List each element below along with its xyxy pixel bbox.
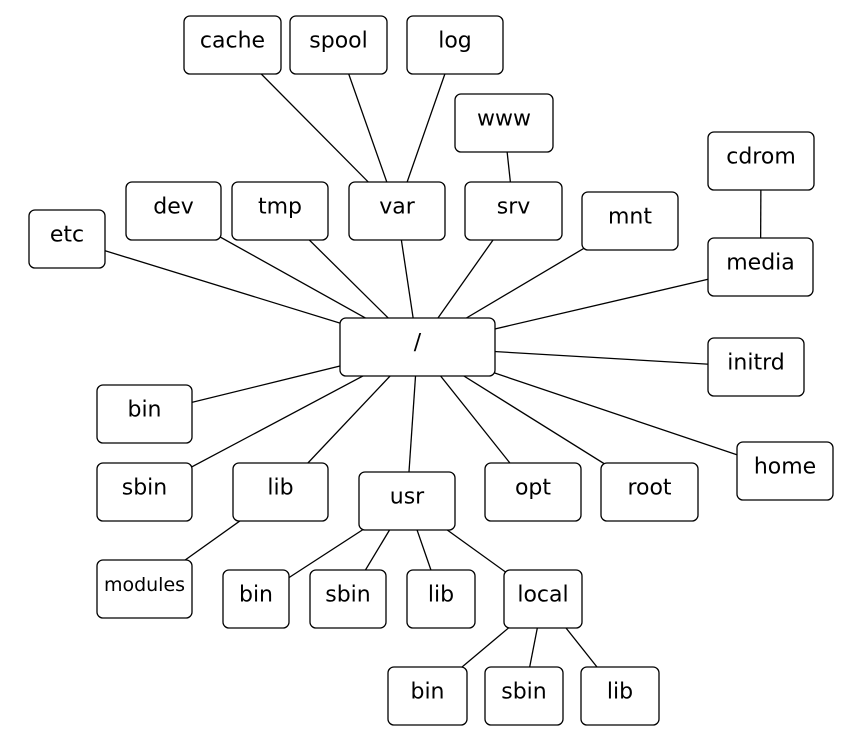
node-label: srv (497, 195, 531, 220)
node-box (736, 441, 834, 501)
node-modules[interactable]: modules (96, 559, 193, 619)
node-label: lib (428, 583, 454, 608)
node-var[interactable]: var (348, 181, 446, 241)
node-label: spool (309, 29, 367, 54)
node-box (96, 462, 193, 522)
node-box (600, 462, 699, 522)
node-label: sbin (122, 476, 167, 501)
node-label: www (477, 107, 531, 132)
node-box (406, 15, 504, 75)
node-label: mnt (608, 205, 652, 230)
node-label: var (379, 195, 416, 220)
node-box (707, 337, 805, 397)
node-label: / (414, 331, 422, 356)
node-label: opt (515, 476, 551, 501)
node-box (454, 93, 554, 153)
node-box (707, 131, 815, 191)
node-label: media (726, 251, 795, 276)
node-label: root (627, 476, 671, 501)
node-box (406, 569, 476, 629)
node-root[interactable]: / (339, 317, 496, 377)
node-media[interactable]: media (707, 237, 814, 297)
node-box (231, 181, 329, 241)
node-etc[interactable]: etc (28, 209, 106, 269)
nodes-layer: / etc dev tmp var cache spool log srv www mnt media… (28, 15, 834, 726)
node-label: sbin (501, 680, 546, 705)
node-box (581, 191, 679, 251)
node-label: log (438, 29, 472, 54)
node-local-bin[interactable]: bin (387, 666, 468, 726)
node-usr-lib[interactable]: lib (406, 569, 476, 629)
node-box (309, 569, 387, 629)
node-home[interactable]: home (736, 441, 834, 501)
node-initrd[interactable]: initrd (707, 337, 805, 397)
node-box (339, 317, 496, 377)
node-label: home (754, 455, 816, 480)
node-log[interactable]: log (406, 15, 504, 75)
node-dev[interactable]: dev (125, 181, 222, 241)
node-mnt[interactable]: mnt (581, 191, 679, 251)
node-www[interactable]: www (454, 93, 554, 153)
node-label: initrd (727, 351, 784, 376)
node-box (96, 559, 193, 619)
node-box (96, 384, 193, 444)
node-label: bin (127, 398, 161, 423)
node-local-sbin[interactable]: sbin (484, 666, 564, 726)
node-box (358, 471, 456, 531)
node-label: bin (410, 680, 444, 705)
node-label: sbin (325, 583, 370, 608)
node-root-dir[interactable]: root (600, 462, 699, 522)
node-box (503, 569, 583, 629)
node-box (222, 569, 290, 629)
node-box (232, 462, 329, 522)
node-box (28, 209, 106, 269)
node-label: usr (390, 485, 425, 510)
node-label: lib (607, 680, 633, 705)
node-bin[interactable]: bin (96, 384, 193, 444)
node-usr-bin[interactable]: bin (222, 569, 290, 629)
node-sbin[interactable]: sbin (96, 462, 193, 522)
node-label: modules (104, 574, 185, 596)
node-label: cdrom (726, 145, 796, 170)
node-cache[interactable]: cache (183, 15, 282, 75)
node-box (707, 237, 814, 297)
node-label: etc (50, 223, 84, 248)
node-box (464, 181, 563, 241)
node-label: tmp (258, 195, 302, 220)
node-cdrom[interactable]: cdrom (707, 131, 815, 191)
node-label: lib (267, 476, 293, 501)
node-box (289, 15, 388, 75)
node-lib[interactable]: lib (232, 462, 329, 522)
node-box (580, 666, 660, 726)
node-label: local (517, 583, 568, 608)
node-box (183, 15, 282, 75)
node-srv[interactable]: srv (464, 181, 563, 241)
node-box (484, 462, 582, 522)
node-local-lib[interactable]: lib (580, 666, 660, 726)
node-spool[interactable]: spool (289, 15, 388, 75)
node-box (484, 666, 564, 726)
node-box (387, 666, 468, 726)
node-usr-sbin[interactable]: sbin (309, 569, 387, 629)
node-usr[interactable]: usr (358, 471, 456, 531)
node-box (125, 181, 222, 241)
node-opt[interactable]: opt (484, 462, 582, 522)
node-box (348, 181, 446, 241)
node-tmp[interactable]: tmp (231, 181, 329, 241)
node-label: bin (239, 583, 273, 608)
node-local[interactable]: local (503, 569, 583, 629)
node-label: dev (153, 195, 194, 220)
node-label: cache (200, 29, 265, 54)
